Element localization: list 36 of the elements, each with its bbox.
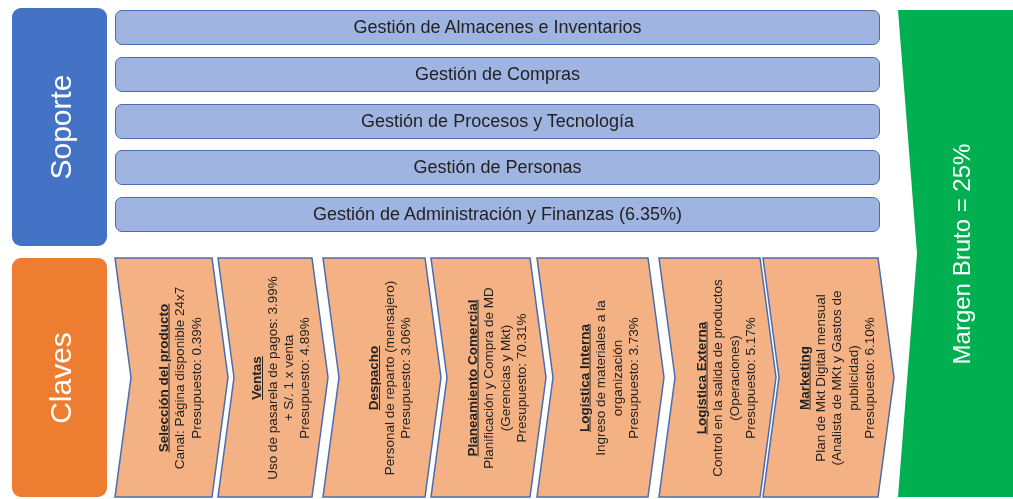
bar-label: Gestión de Procesos y Tecnología — [361, 111, 634, 132]
budget-text: Presupuesto: 5.17% — [741, 316, 758, 439]
step-description: Canal: Página disponible 24x7 — [171, 286, 188, 469]
support-bar — [115, 10, 880, 45]
budget-text: Presupuesto: 0.39% — [187, 316, 204, 439]
budget-text: Presupuesto: 3.06% — [398, 316, 415, 439]
support-bar — [115, 57, 880, 92]
bar-label: Gestión de Personas — [413, 157, 582, 178]
section-label: Claves — [42, 331, 77, 424]
bar-label: Gestión de Administración y Finanzas (6.35%) — [312, 204, 683, 225]
step-title: Ventas — [248, 355, 265, 400]
budget-text: Presupuesto: 4.89% — [297, 316, 314, 439]
step-description: Planificación y Compra de MD (Gerencias y Mkt) — [480, 285, 513, 471]
support-bar — [115, 104, 880, 139]
bar-label: Gestión de Compras — [414, 64, 581, 85]
step-title: Marketing — [796, 345, 813, 410]
section-label: Soporte — [42, 74, 77, 180]
step-title: Logística Interna — [576, 323, 593, 432]
support-bar — [115, 197, 880, 232]
step-title: Planeamiento Comercial — [464, 299, 481, 456]
step-description: Uso de pasarela de pagos: 3.99% + S/. 1 x venta — [264, 275, 297, 480]
budget-text: Presupuesto: 3.73% — [624, 316, 641, 439]
budget-text: Presupuesto: 70.31% — [512, 312, 529, 443]
section-label-panel — [12, 8, 107, 246]
step-description: Plan de Mkt Digital mensual (Analista de MKt y Gastos de publicidad) — [812, 289, 861, 467]
step-description: Personal de reparto (mensajero) — [381, 280, 398, 475]
support-bar — [115, 150, 880, 185]
margin-label: Margen Bruto = 25% — [948, 143, 976, 364]
bar-label: Gestión de Almacenes e Inventarios — [353, 17, 642, 38]
step-title: Selección del producto — [155, 303, 172, 452]
budget-text: Presupuesto: 6.10% — [860, 316, 877, 439]
step-description: Ingreso de materiales a la organización — [592, 298, 625, 458]
step-title: Despacho — [365, 345, 382, 410]
section-label-panel — [12, 258, 107, 497]
step-description: Control en la salida de productos (Operaciones) — [709, 277, 742, 479]
step-title: Logística Externa — [693, 321, 710, 434]
